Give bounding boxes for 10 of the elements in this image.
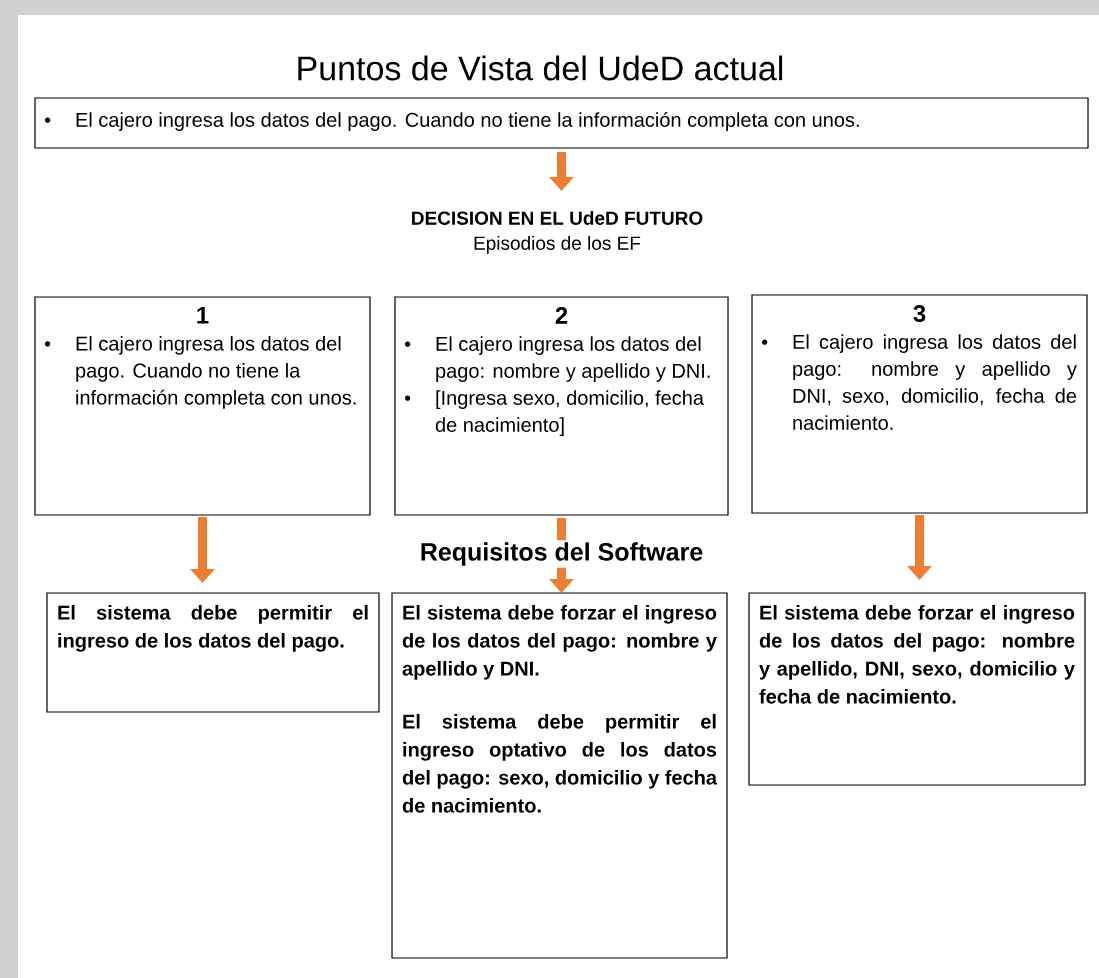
title: Puntos de Vista del UdeD actual <box>298 55 783 81</box>
decision-heading: DECISION EN EL UdeD FUTURO Episodios de los EF <box>412 210 703 254</box>
process-box: El sistema debe forzar el ingreso de los datos del pago: nombre y apellido y DNI. El sistema debe permitir el ingreso optativo de los datos del pago: sexo, domicilio y fecha de nacimiento. <box>391 592 728 959</box>
process-box: 2 El cajero ingresa los datos del pago: nombre y apellido y DNI. [Ingresa sexo, domicilio, fecha de nacimiento] <box>394 296 729 516</box>
process-box: 1 El cajero ingresa los datos del pago. Cuando no tiene la información completa con unos. <box>34 296 371 516</box>
edge-label: Requisitos del Software <box>417 540 706 568</box>
process-box: El sistema debe forzar el ingreso de los datos del pago: nombre y apellido, DNI, sexo, domicilio y fecha de nacimiento. <box>748 592 1086 786</box>
process-box: El cajero ingresa los datos del pago. Cuando no tiene la información completa con unos. <box>34 97 1089 149</box>
process-box: El sistema debe permitir el ingreso de los datos del pago. <box>46 592 380 713</box>
process-box: 3 El cajero ingresa los datos del pago: nombre y apellido y DNI, sexo, domicilio, fecha de nacimiento. <box>751 294 1088 514</box>
